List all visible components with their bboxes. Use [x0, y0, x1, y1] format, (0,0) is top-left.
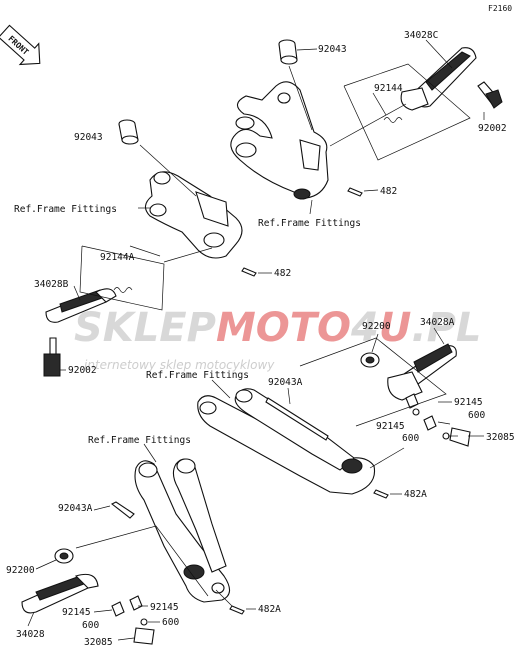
spring-92145-l1: [111, 601, 125, 617]
pin-92002-top: [477, 81, 503, 109]
svg-text:SKLEPMOTO4U.PL: SKLEPMOTO4U.PL: [74, 305, 481, 351]
washer-92200-right: [360, 352, 380, 368]
label-32085-right: 32085: [486, 432, 515, 443]
label-482-top: 482: [380, 186, 397, 197]
cotter-pin-482-mid: [241, 267, 257, 277]
bolt-92043A-left: [110, 501, 135, 519]
ref-frame-fittings-1: Ref.Frame Fittings: [14, 204, 117, 215]
label-92002-left: 92002: [68, 365, 97, 376]
watermark-tagline: internetowy sklep motocyklowy: [84, 358, 275, 372]
label-92200-right: 92200: [362, 321, 391, 332]
label-482A-right: 482A: [404, 489, 427, 500]
footpeg-34028C: [400, 47, 477, 111]
ball-600-r1: [412, 408, 420, 416]
label-92145-l1: 92145: [62, 607, 91, 618]
plate-32085-right: [449, 427, 471, 447]
upper-right-bracket-assembly: [230, 39, 503, 215]
label-600-r1: 600: [468, 410, 485, 421]
spring-92145-l2: [129, 595, 143, 611]
label-92145-r1: 92145: [454, 397, 483, 408]
wm-brand-2: MOTO: [216, 305, 351, 351]
collar-92043-top: [278, 39, 298, 65]
label-92200-left: 92200: [6, 565, 35, 576]
ref-frame-fittings-2: Ref.Frame Fittings: [258, 218, 361, 229]
label-92043-top: 92043: [318, 44, 347, 55]
label-92144: 92144: [374, 83, 403, 94]
cotter-pin-482A-right: [373, 489, 389, 499]
bracket-rear-left: [134, 460, 231, 603]
collar-92043-left: [118, 119, 139, 145]
footpeg-34028: [21, 573, 99, 614]
ref-frame-fittings-4: Ref.Frame Fittings: [88, 435, 191, 446]
footpeg-34028A: [387, 343, 457, 401]
label-482-mid: 482: [274, 268, 291, 279]
spring-92144A: [113, 287, 133, 293]
label-92145-l2: 92145: [150, 602, 179, 613]
spring-92145-r2: [423, 415, 437, 431]
label-600-r2: 600: [402, 433, 419, 444]
ball-600-left: [140, 618, 148, 626]
upper-left-bracket-assembly: [43, 119, 272, 377]
pin-92002-left: [43, 337, 61, 377]
label-34028: 34028: [16, 629, 45, 640]
wm-brand-1: SKLEP: [74, 305, 216, 351]
wm-brand-5: .PL: [411, 305, 481, 351]
label-34028B: 34028B: [34, 279, 69, 290]
label-92043A-right: 92043A: [268, 377, 303, 388]
label-92043A-left: 92043A: [58, 503, 93, 514]
label-92043-left: 92043: [74, 132, 103, 143]
label-34028C: 34028C: [404, 30, 438, 41]
label-600-left-2: 600: [82, 620, 99, 631]
front-arrow-icon: FRONT: [0, 24, 41, 66]
rear-right-bracket-assembly: [197, 327, 484, 499]
wm-brand-3: 4: [350, 305, 379, 351]
label-92145-r2: 92145: [376, 421, 405, 432]
cotter-pin-482-top: [347, 187, 363, 197]
label-92144A: 92144A: [100, 252, 135, 263]
label-32085-left: 32085: [84, 637, 113, 648]
plate-32085-left: [133, 627, 155, 645]
label-600-left: 600: [162, 617, 179, 628]
ref-frame-fittings-3: Ref.Frame Fittings: [146, 370, 249, 381]
diagram-code: F2160: [488, 4, 512, 13]
footpeg-34028B: [45, 288, 117, 323]
label-34028A: 34028A: [420, 317, 455, 328]
bolt-92043A-right: [265, 397, 329, 441]
spring-92144: [383, 117, 403, 123]
cotter-pin-482A-left: [229, 605, 245, 615]
label-92002-top: 92002: [478, 123, 507, 134]
rear-left-bracket-assembly: [21, 443, 256, 645]
wm-brand-4: U: [379, 305, 411, 351]
washer-92200-left: [54, 548, 74, 564]
bracket-upper-right: [230, 81, 329, 199]
label-482A-left: 482A: [258, 604, 281, 615]
watermark-logo: SKLEPMOTO4U.PL internetowy sklep motocyk…: [74, 305, 481, 372]
